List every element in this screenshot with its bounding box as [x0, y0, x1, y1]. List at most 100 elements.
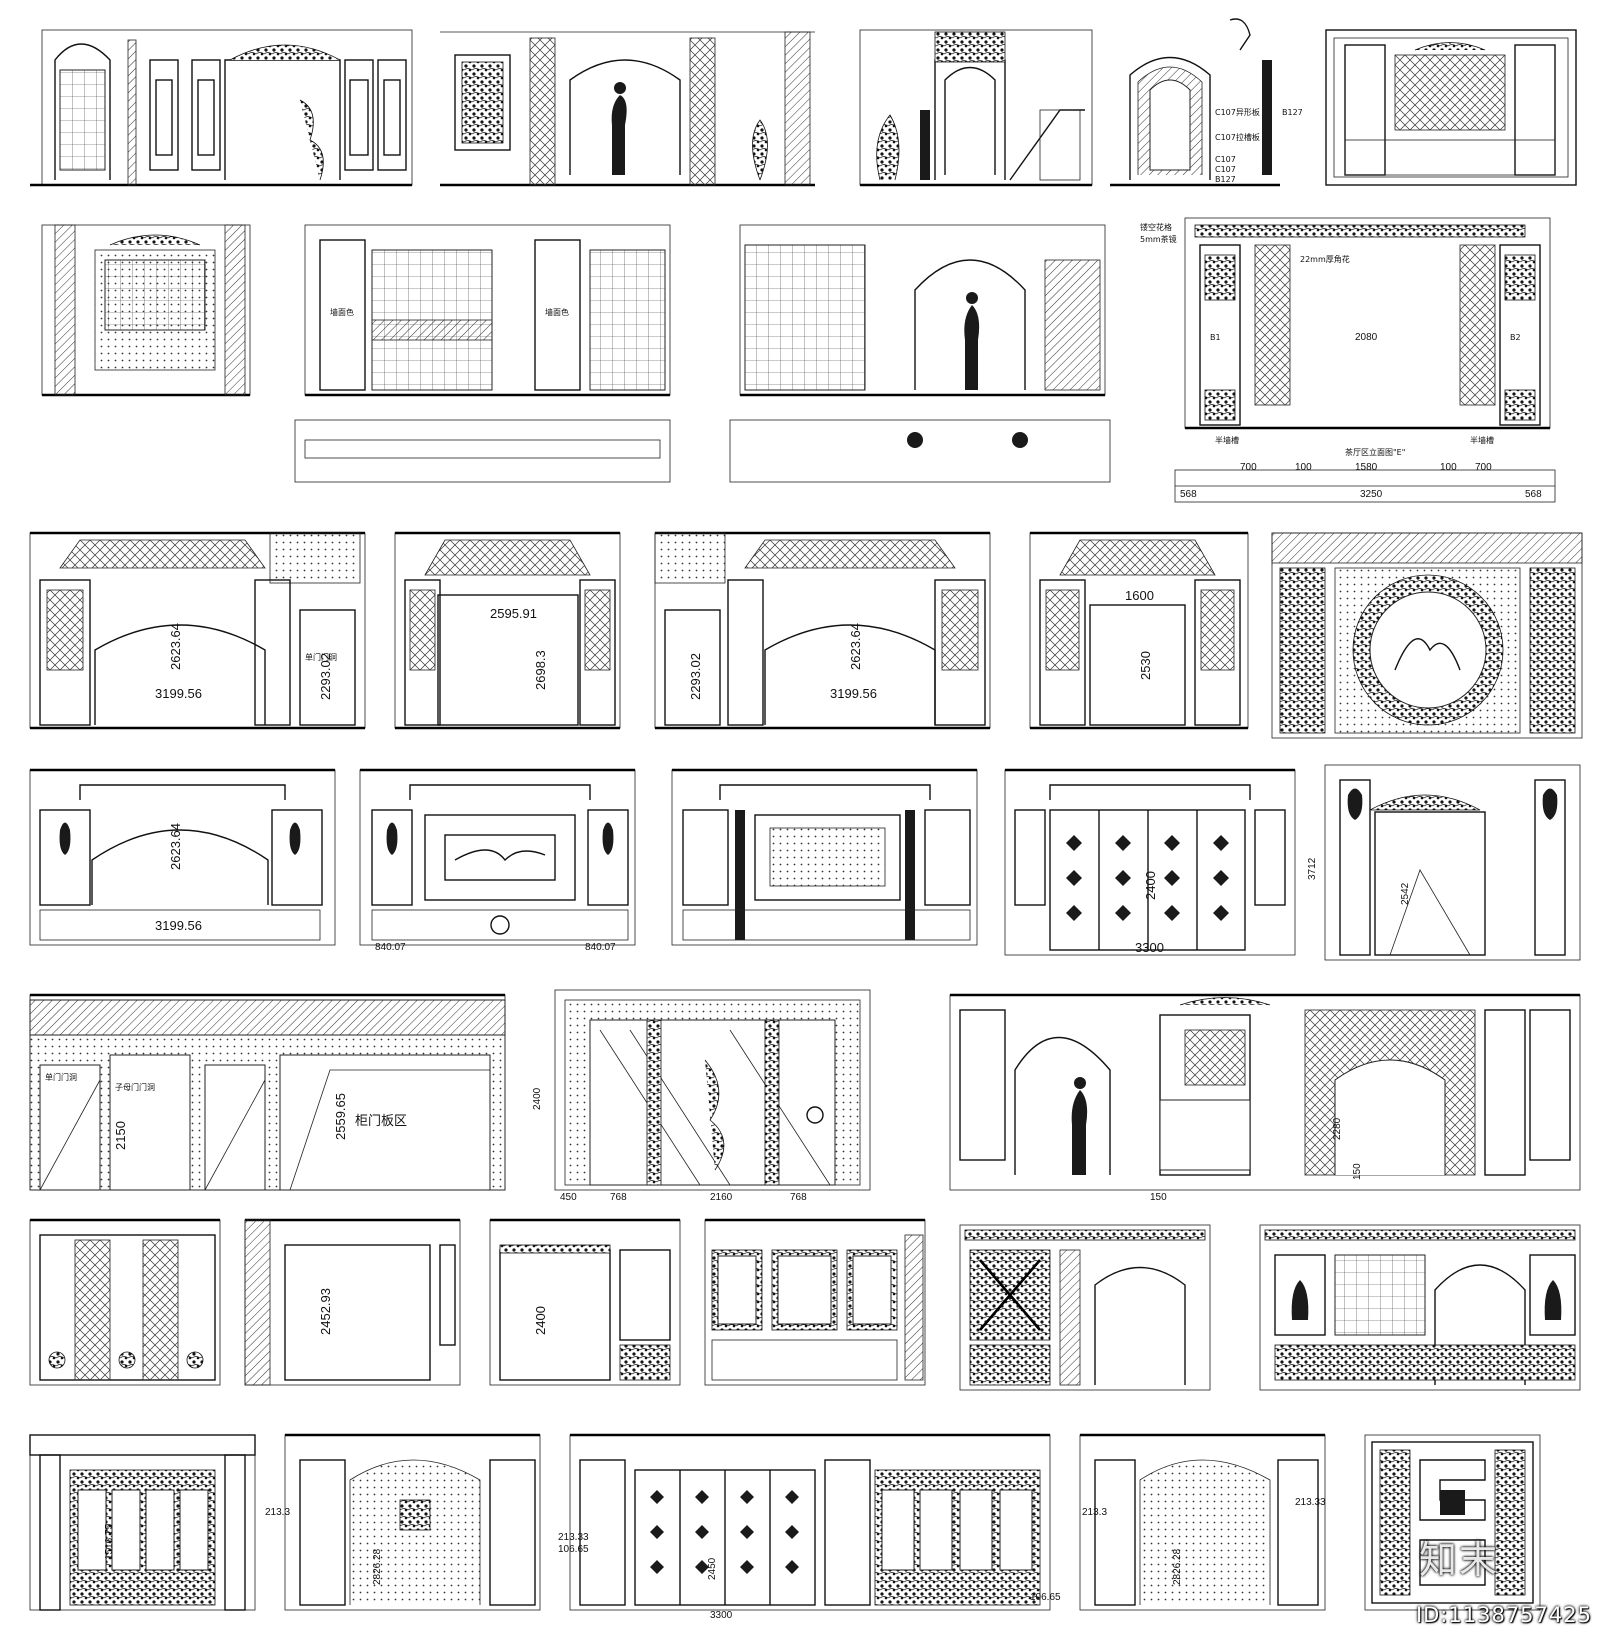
elevation-panel-12: 2293.02 2623.64 3199.56	[654, 531, 991, 730]
half-wall-note-1: 半墙槽	[1215, 435, 1239, 445]
dim-150-right: 150	[1352, 1163, 1363, 1180]
dim-840-right: 840.07	[585, 942, 616, 953]
elevation-panel-2	[440, 31, 815, 187]
dim-1600: 1600	[1125, 588, 1154, 603]
elevation-panel-26	[704, 1218, 926, 1386]
dim-2623-a: 2623.64	[168, 623, 183, 670]
elevation-panel-21: 2160 450 768 768 2400	[532, 989, 871, 1203]
dim-2452: 2452.93	[318, 1288, 333, 1335]
wall-color-label-2: 墙面色	[545, 307, 569, 317]
dim-2595: 2595.91	[490, 606, 537, 621]
dim-2826-a: 2826.28	[372, 1548, 383, 1585]
wall-color-label-1: 墙面色	[330, 307, 354, 317]
dim-100-left: 100	[1295, 462, 1312, 473]
elevation-panel-25: 2400	[489, 1218, 681, 1386]
dim-3250: 3250	[1360, 489, 1383, 500]
elevation-panel-30: 2826.28 213.3	[265, 1433, 541, 1611]
c107-label-1: C107异形板	[1215, 107, 1260, 117]
dim-2450: 2450	[707, 1557, 718, 1580]
dim-700-left: 700	[1240, 462, 1257, 473]
single-door-note: 单门门洞	[45, 1072, 77, 1082]
dim-2559: 2559.65	[333, 1093, 348, 1140]
dim-2400-r4: 2400	[1143, 871, 1158, 900]
elevation-panel-8	[729, 224, 1111, 483]
dim-2293-a: 2293.02	[318, 653, 333, 700]
dim-450-left: 450	[560, 1192, 577, 1203]
dim-2293-c: 2293.02	[688, 653, 703, 700]
double-door-note: 子母门门洞	[115, 1082, 155, 1092]
elevation-panel-20: 2150 2559.65 柜门板区 单门门洞 子母门门洞	[29, 993, 506, 1191]
dim-213-c: 213.3	[1082, 1507, 1107, 1518]
dim-2400-r5: 2400	[532, 1087, 543, 1110]
dim-106-right: 106.65	[1030, 1592, 1061, 1603]
dim-106-left: 106.65	[558, 1544, 589, 1555]
dim-2623-c: 2623.64	[848, 623, 863, 670]
dim-2530: 2530	[1138, 651, 1153, 680]
dim-1580: 1580	[1355, 462, 1378, 473]
elevation-panel-19: 3712 2542	[1307, 764, 1581, 961]
dim-213-a: 213.3	[265, 1507, 290, 1518]
dim-3199-r4: 3199.56	[155, 918, 202, 933]
b127-label-1: B127	[1215, 175, 1236, 184]
dim-2150: 2150	[113, 1121, 128, 1150]
b127-label-2: B127	[1282, 108, 1303, 117]
c107-label-3: C107	[1215, 155, 1236, 164]
elevation-panel-17	[671, 768, 978, 946]
elevation-panel-5	[1325, 29, 1577, 186]
tea-elevation-title: 茶厅区立面图"E"	[1345, 447, 1405, 457]
dim-2080: 2080	[1355, 332, 1378, 343]
elevation-panel-6	[41, 224, 251, 397]
half-wall-note-2: 半墙槽	[1470, 435, 1494, 445]
elevation-panel-16: 840.07 840.07	[359, 768, 636, 953]
dim-2698: 2698.3	[533, 650, 548, 690]
b2-label: B2	[1510, 333, 1521, 342]
b1-label: B1	[1210, 333, 1221, 342]
dim-2826-b: 2826.28	[1172, 1548, 1183, 1585]
dim-840-left: 840.07	[375, 942, 406, 953]
c107-label-4: C107	[1215, 165, 1236, 174]
lattice-note: 镂空花格	[1140, 222, 1172, 232]
elevation-panel-7: 墙面色 墙面色	[294, 224, 671, 483]
elevation-panel-1	[30, 29, 413, 187]
dim-568-left: 568	[1180, 489, 1197, 500]
mirror-note: 5mm茶镜	[1140, 234, 1177, 244]
dim-768-right: 768	[790, 1192, 807, 1203]
dim-3300-r4: 3300	[1135, 940, 1164, 955]
cabinet-door-zone-label: 柜门板区	[355, 1113, 407, 1128]
elevation-panel-24: 2452.93	[244, 1218, 461, 1386]
dim-2400-r6: 2400	[533, 1306, 548, 1335]
elevation-panel-23	[29, 1218, 221, 1386]
elevation-panel-3	[859, 29, 1093, 187]
elevation-panel-32: 2826.28 213.3 213.33	[1079, 1433, 1326, 1611]
elevation-panel-27	[959, 1224, 1211, 1391]
elevation-panel-11: 2595.91 2698.3	[394, 531, 621, 730]
elevation-panel-4: C107异形板 C107拉槽板 C107 C107 B127 B127	[1110, 18, 1303, 187]
dim-2280: 2280	[1332, 1117, 1343, 1140]
dim-3199-c: 3199.56	[830, 686, 877, 701]
dim-3712: 3712	[1307, 857, 1318, 880]
c107-label-2: C107拉槽板	[1215, 132, 1260, 142]
dim-2623-r4: 2623.64	[168, 823, 183, 870]
brand-watermark: 知末	[1418, 1538, 1499, 1582]
dim-2160: 2160	[710, 1192, 733, 1203]
dim-213-d: 213.33	[1295, 1497, 1326, 1508]
dim-768-left: 768	[610, 1192, 627, 1203]
elevation-panel-14	[1271, 532, 1583, 739]
elevation-panel-13: 1600 2530	[1029, 531, 1249, 730]
dim-1516: 1516.75	[104, 1523, 115, 1560]
dim-3199-a: 3199.56	[155, 686, 202, 701]
door-note-a: 单门门洞	[305, 652, 337, 662]
elevation-panel-10: 2623.64 3199.56 2293.02 单门门洞	[29, 531, 366, 730]
image-id-label: ID:1138757425	[1415, 1603, 1592, 1627]
dim-100-right: 100	[1440, 462, 1457, 473]
dim-150-left: 150	[1150, 1192, 1167, 1203]
elevation-panel-22: 150 2280 150	[949, 993, 1581, 1203]
corner-flower-note: 22mm厚角花	[1300, 254, 1350, 264]
elevation-panel-9: 22mm厚角花 2080 B1 B2 镂空花格 5mm茶镜 茶厅区立面图"E" …	[1140, 217, 1556, 503]
dim-2542: 2542	[1400, 882, 1411, 905]
dim-568-right: 568	[1525, 489, 1542, 500]
elevation-panel-28	[1259, 1224, 1581, 1391]
elevation-panel-15: 2623.64 3199.56	[29, 768, 336, 946]
dim-700-right: 700	[1475, 462, 1492, 473]
